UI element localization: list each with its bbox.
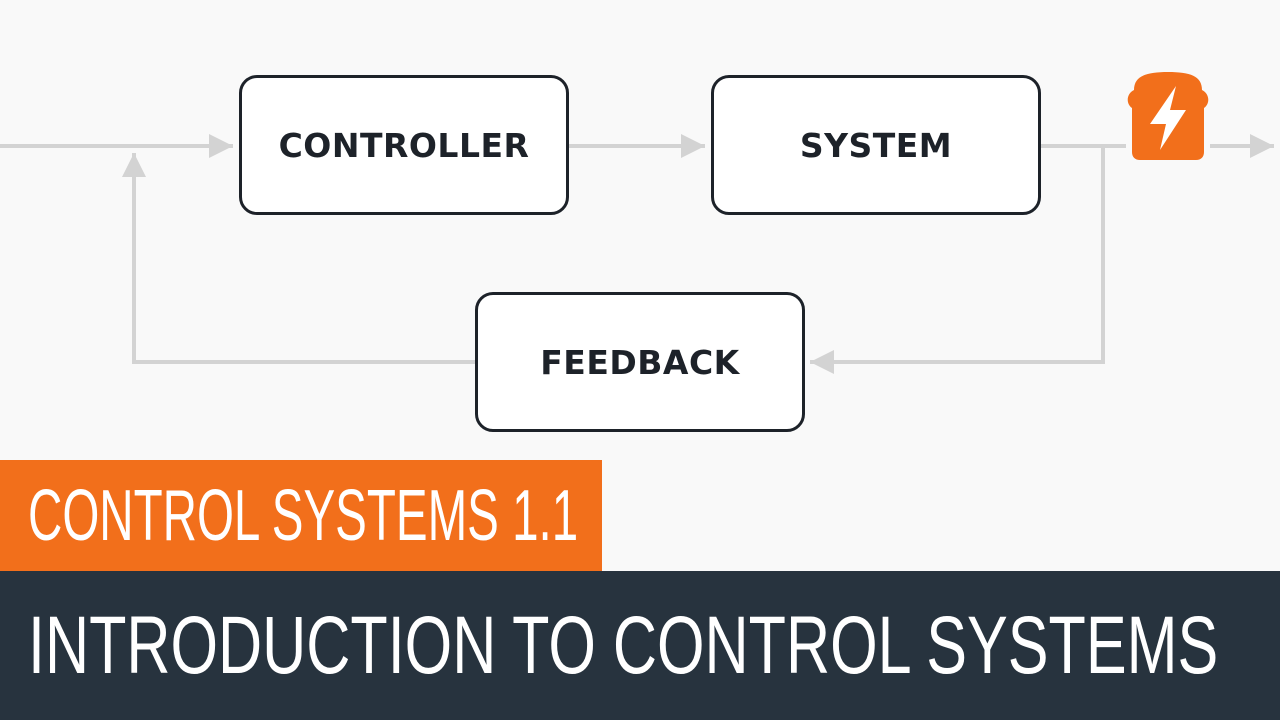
- lightning-bolt-icon: [1127, 72, 1209, 160]
- series-banner: CONTROL SYSTEMS 1.1: [0, 460, 602, 571]
- feedback-path-arrow: [810, 146, 1105, 374]
- series-label: CONTROL SYSTEMS 1.1: [28, 475, 579, 556]
- controller-label: CONTROLLER: [278, 125, 530, 165]
- block-diagram: [0, 134, 1274, 374]
- system-label: SYSTEM: [799, 125, 953, 165]
- video-title: INTRODUCTION TO CONTROL SYSTEMS: [28, 599, 1219, 691]
- title-banner: INTRODUCTION TO CONTROL SYSTEMS: [0, 571, 1280, 720]
- feedback-return-arrow: [122, 153, 475, 364]
- feedback-label: FEEDBACK: [540, 342, 740, 382]
- system-block: SYSTEM: [711, 75, 1041, 215]
- feedback-block: FEEDBACK: [475, 292, 805, 432]
- controller-block: CONTROLLER: [239, 75, 569, 215]
